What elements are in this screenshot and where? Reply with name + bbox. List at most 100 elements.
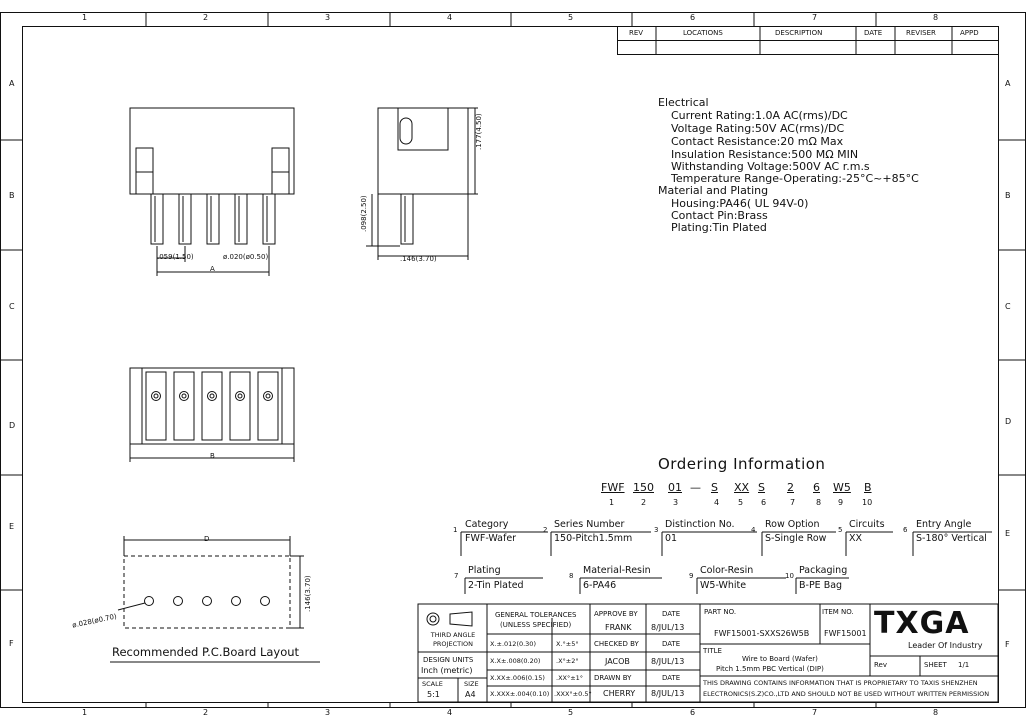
design-units-value: Inch (metric) xyxy=(421,666,473,675)
code-part: — xyxy=(690,481,701,494)
option-num: 10 xyxy=(785,572,794,580)
pin-dia-dim: ø.020(ø0.50) xyxy=(223,253,269,261)
title-line-2: Pitch 1.5mm PBC Vertical (DIP) xyxy=(716,665,824,673)
zone-col-6-bottom: 6 xyxy=(690,708,696,717)
zone-row-f-right: F xyxy=(1005,640,1010,649)
ordering-boxes xyxy=(460,531,992,594)
zone-row-a-right: A xyxy=(1005,79,1011,88)
option-label: Packaging xyxy=(799,565,848,576)
spec-line: Contact Resistance:20 mΩ Max xyxy=(671,135,844,148)
option-value: XX xyxy=(849,533,863,544)
outer-frame xyxy=(0,12,1026,708)
checked-by-label: CHECKED BY xyxy=(594,640,639,648)
approve-by-label: APPROVE BY xyxy=(594,610,638,618)
date-header: DATE xyxy=(864,29,883,37)
code-num: 2 xyxy=(641,498,647,507)
code-part: S xyxy=(758,481,765,494)
material-line: Housing:PA46( UL 94V-0) xyxy=(671,197,809,210)
item-no-label: ITEM NO. xyxy=(822,608,854,616)
option-num: 3 xyxy=(654,526,659,534)
zone-col-3: 3 xyxy=(325,13,331,22)
option-value: 6-PA46 xyxy=(583,580,617,591)
inner-frame xyxy=(22,26,999,703)
code-num: 6 xyxy=(761,498,767,507)
tolerance-linear: X.X±.008(0.20) xyxy=(490,657,541,665)
option-num: 7 xyxy=(454,572,459,580)
code-part: W5 xyxy=(833,481,851,494)
zone-col-5-bottom: 5 xyxy=(568,708,574,717)
spec-line: Withstanding Voltage:500V AC r.m.s xyxy=(671,160,870,173)
rev-label: Rev xyxy=(874,661,887,669)
material-line: Plating:Tin Plated xyxy=(671,221,767,234)
option-value: 01 xyxy=(665,533,678,544)
code-part: 01 xyxy=(668,481,682,494)
front-view xyxy=(129,107,295,276)
top-view xyxy=(129,367,295,462)
tolerance-angular: .XXX°±0.5° xyxy=(554,690,592,698)
drawn-by-label: DRAWN BY xyxy=(594,674,632,682)
spec-line: Insulation Resistance:500 MΩ MIN xyxy=(671,148,859,161)
option-num: 6 xyxy=(903,526,908,534)
zone-row-e-right: E xyxy=(1005,529,1011,538)
zone-row-b: B xyxy=(9,191,15,200)
part-no: FWF15001-SXXS26W5B xyxy=(714,629,810,638)
company-tagline: Leader Of Industry xyxy=(908,641,983,650)
zone-row-a: A xyxy=(9,79,15,88)
tolerance-sub: (UNLESS SPECIFIED) xyxy=(500,621,572,629)
option-value: B-PE Bag xyxy=(799,580,843,591)
option-value: S-180° Vertical xyxy=(916,533,987,544)
drawer-name: CHERRY xyxy=(603,689,636,698)
sheet-value: 1/1 xyxy=(958,661,970,669)
zone-col-8: 8 xyxy=(933,13,939,22)
approve-date: 8/JUL/13 xyxy=(651,623,685,632)
code-num: 4 xyxy=(714,498,720,507)
code-num: 1 xyxy=(609,498,615,507)
rev-header: REV xyxy=(629,29,644,37)
code-part: 2 xyxy=(787,481,794,494)
zone-col-3-bottom: 3 xyxy=(325,708,331,717)
dim-d: D xyxy=(204,535,210,543)
tolerance-angular: .XX°±1° xyxy=(556,674,584,682)
code-num: 9 xyxy=(838,498,844,507)
code-part: 6 xyxy=(813,481,820,494)
code-part: XX xyxy=(734,481,750,494)
locations-header: LOCATIONS xyxy=(683,29,723,37)
tolerance-linear: X.XX±.006(0.15) xyxy=(490,674,545,682)
zone-col-2: 2 xyxy=(203,13,209,22)
checker-name: JACOB xyxy=(605,657,630,666)
zone-col-4: 4 xyxy=(447,13,453,22)
spec-line: Temperature Range-Operating:-25°C~+85°C xyxy=(671,172,919,185)
option-value: W5-White xyxy=(700,580,747,591)
pcb-layout xyxy=(110,536,320,663)
option-label: Circuits xyxy=(849,519,885,530)
option-label: Material-Resin xyxy=(583,565,651,576)
tolerance-linear: X.±.012(0.30) xyxy=(490,640,536,648)
design-units-label: DESIGN UNITS xyxy=(423,656,474,664)
code-num: 8 xyxy=(816,498,822,507)
scale-label: SCALE xyxy=(422,680,443,688)
ordering-title: Ordering Information xyxy=(658,455,826,473)
code-num: 3 xyxy=(673,498,679,507)
item-no: FWF15001 xyxy=(824,629,867,638)
option-num: 4 xyxy=(751,526,756,534)
option-label: Plating xyxy=(468,565,501,576)
zone-col-7: 7 xyxy=(812,13,818,22)
option-label: Entry Angle xyxy=(916,519,972,530)
reviser-header: REVISER xyxy=(906,29,936,37)
side-view xyxy=(366,107,478,260)
spec-line: Voltage Rating:50V AC(rms)/DC xyxy=(671,122,845,135)
tail-dim: .098(2.50) xyxy=(360,195,368,232)
zone-col-4-bottom: 4 xyxy=(447,708,453,717)
dim-b: B xyxy=(210,452,215,460)
code-num: 7 xyxy=(790,498,796,507)
part-no-label: PART NO. xyxy=(704,608,737,616)
notice-line-2: ELECTRONICS(S.Z)CO.,LTD AND SHOULD NOT B… xyxy=(703,690,990,698)
option-value: FWF-Wafer xyxy=(465,533,517,544)
option-value: S-Single Row xyxy=(765,533,827,544)
date-label: DATE xyxy=(662,674,681,682)
size-value: A4 xyxy=(465,690,476,699)
tolerance-heading: GENERAL TOLERANCES xyxy=(495,611,577,619)
zone-row-c-right: C xyxy=(1005,302,1011,311)
date-label: DATE xyxy=(662,640,681,648)
zone-row-f: F xyxy=(9,639,14,648)
